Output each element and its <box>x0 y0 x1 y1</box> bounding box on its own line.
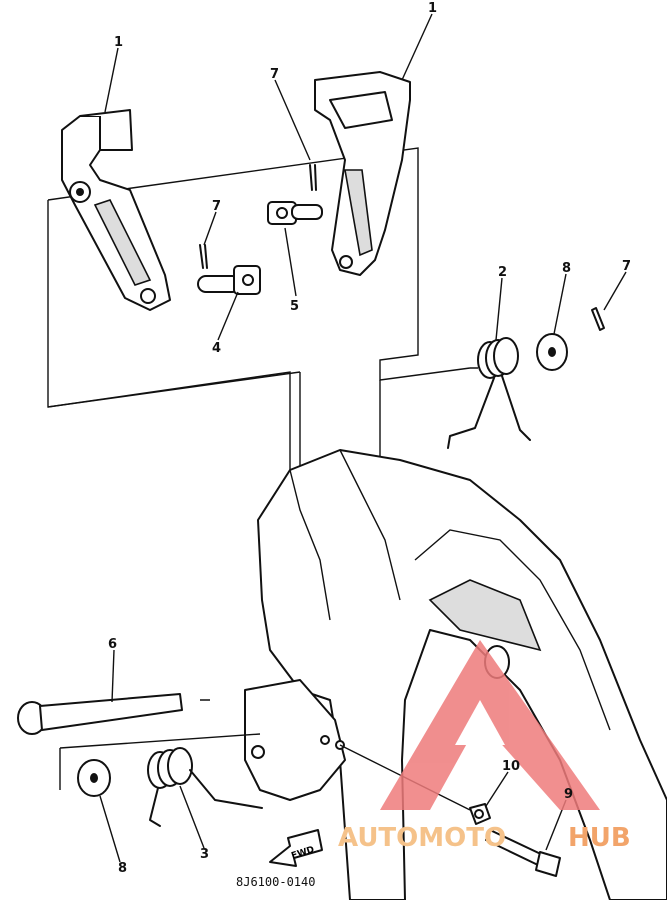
callout-6: 6 <box>108 637 117 652</box>
washer-upper-part <box>536 333 568 371</box>
callout-8-upper: 8 <box>562 261 571 276</box>
callout-5: 5 <box>290 299 299 314</box>
watermark-text-automoto: AUTOMOTO <box>338 823 506 853</box>
spring-2-part <box>447 337 531 449</box>
watermark-text-hub: HUB <box>568 823 631 853</box>
cotter-pin-upper <box>309 164 317 191</box>
lower-assembly-frame <box>59 699 261 790</box>
drawing-code: 8J6100-0140 <box>236 875 315 889</box>
cotter-pin-left <box>199 244 208 269</box>
callout-7-upper: 7 <box>270 67 279 82</box>
cotter-pin-right <box>591 307 605 331</box>
pin-4-part <box>197 265 261 295</box>
bolt-9-part <box>485 829 561 877</box>
fwd-arrow-icon: FWD <box>269 829 323 867</box>
callout-7-left: 7 <box>212 199 221 214</box>
leader-lines <box>99 13 627 863</box>
shaft-6-part <box>17 693 183 735</box>
pin-5-part <box>267 201 323 225</box>
callout-7-right: 7 <box>622 259 631 274</box>
lower-bracket-part <box>244 679 346 801</box>
callout-10: 10 <box>502 759 520 774</box>
callout-2: 2 <box>498 265 507 280</box>
bracket-right-part <box>314 71 411 276</box>
spring-3-part <box>147 747 263 827</box>
callout-1-left: 1 <box>114 35 123 50</box>
callout-4: 4 <box>212 341 221 356</box>
bracket-left-part <box>61 109 171 311</box>
nut-10-part <box>469 803 491 825</box>
swivel-bracket-body <box>257 449 667 900</box>
callout-9: 9 <box>564 787 573 802</box>
callout-1-right: 1 <box>428 1 437 16</box>
watermark-logo <box>380 640 600 810</box>
washer-lower-part <box>77 759 111 797</box>
callout-3: 3 <box>200 847 209 862</box>
callout-8-lower: 8 <box>118 861 127 876</box>
